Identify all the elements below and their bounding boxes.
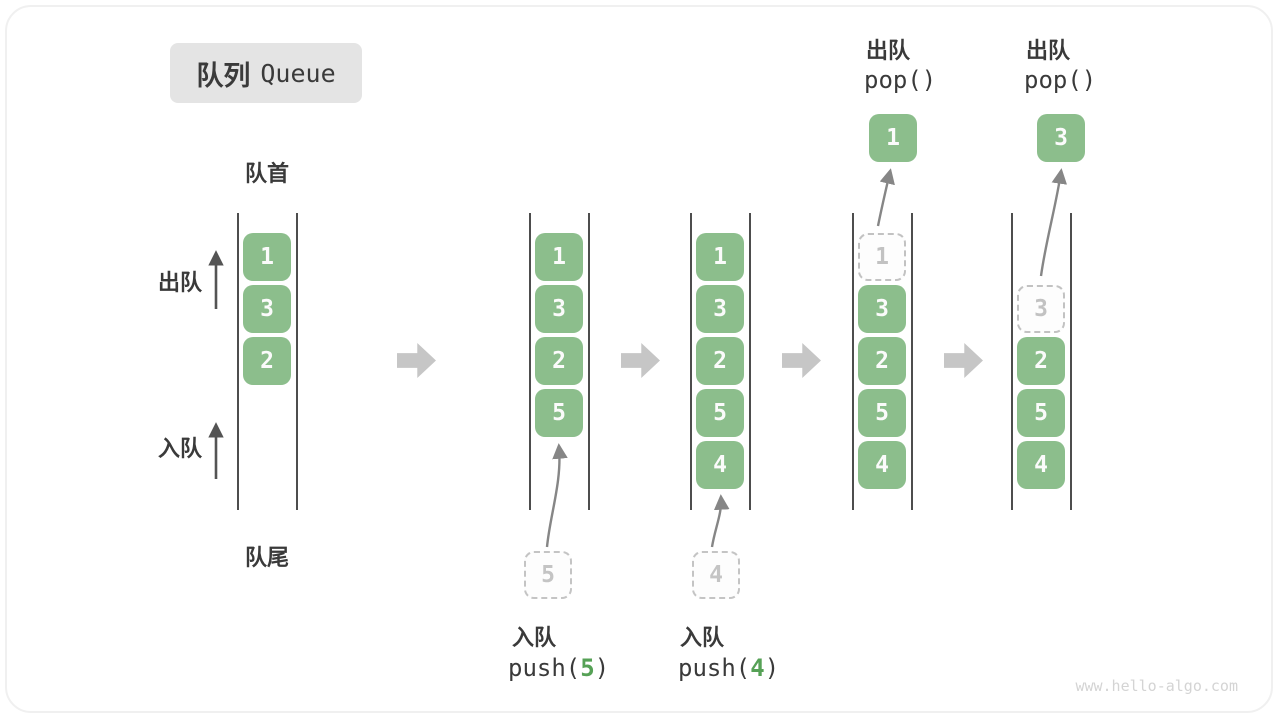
queue-state-5: 3 2 5 4 xyxy=(1011,213,1072,510)
queue-cell: 4 xyxy=(1017,441,1065,489)
popped-element-1: 1 xyxy=(869,114,917,162)
queue-cell: 3 xyxy=(858,285,906,333)
queue-cell: 3 xyxy=(696,285,744,333)
queue-cell: 5 xyxy=(1017,389,1065,437)
queue-state-4: 1 3 2 5 4 xyxy=(852,213,913,510)
title-zh: 队列 xyxy=(196,60,251,91)
dequeue-op-label: 出队 xyxy=(1026,38,1071,63)
queue-wall xyxy=(1070,213,1072,510)
queue-cell: 2 xyxy=(858,337,906,385)
queue-wall xyxy=(911,213,913,510)
queue-cell: 2 xyxy=(1017,337,1065,385)
queue-cell-removed: 1 xyxy=(858,233,906,281)
queue-wall xyxy=(237,213,239,510)
queue-cell: 1 xyxy=(535,233,583,281)
queue-cell: 3 xyxy=(535,285,583,333)
pop-code: pop() xyxy=(1024,66,1097,94)
code-arg: 4 xyxy=(750,654,765,682)
queue-cell: 3 xyxy=(243,285,291,333)
enqueue-op-label: 入队 xyxy=(512,625,557,650)
state-transition-arrow-4 xyxy=(944,343,983,378)
queue-wall xyxy=(852,213,854,510)
code-post: ) xyxy=(594,654,610,682)
queue-cell: 5 xyxy=(858,389,906,437)
queue-cell-removed: 3 xyxy=(1017,285,1065,333)
queue-wall xyxy=(690,213,692,510)
queue-wall xyxy=(588,213,590,510)
dequeue-direction-label: 出队 xyxy=(158,270,203,295)
queue-cell: 2 xyxy=(535,337,583,385)
code-pre: push( xyxy=(508,654,581,682)
state-transition-arrow-1 xyxy=(397,343,436,378)
queue-cell: 4 xyxy=(858,441,906,489)
dequeue-op-label: 出队 xyxy=(866,38,911,63)
title-en: Queue xyxy=(260,58,336,88)
queue-cell: 5 xyxy=(535,389,583,437)
state-transition-arrow-2 xyxy=(621,343,660,378)
queue-wall xyxy=(749,213,751,510)
queue-cell: 5 xyxy=(696,389,744,437)
queue-rear-label: 队尾 xyxy=(245,545,290,570)
pop-code: pop() xyxy=(864,66,937,94)
queue-cell: 2 xyxy=(243,337,291,385)
code-post: ) xyxy=(764,654,780,682)
queue-wall xyxy=(529,213,531,510)
queue-wall xyxy=(1011,213,1013,510)
incoming-element-5: 5 xyxy=(524,551,572,599)
push-4-code: push(4) xyxy=(678,654,779,682)
queue-state-3: 1 3 2 5 4 xyxy=(690,213,751,510)
state-transition-arrow-3 xyxy=(782,343,821,378)
queue-cell: 4 xyxy=(696,441,744,489)
queue-state-2: 1 3 2 5 xyxy=(529,213,590,510)
code-pre: push( xyxy=(678,654,751,682)
push-5-code: push(5) xyxy=(508,654,609,682)
queue-cell: 1 xyxy=(243,233,291,281)
queue-wall xyxy=(296,213,298,510)
code-arg: 5 xyxy=(580,654,595,682)
watermark: www.hello-algo.com xyxy=(1075,677,1238,695)
queue-front-label: 队首 xyxy=(245,161,290,186)
incoming-element-4: 4 xyxy=(692,551,740,599)
enqueue-op-label: 入队 xyxy=(680,625,725,650)
queue-cell: 2 xyxy=(696,337,744,385)
queue-state-1: 1 3 2 xyxy=(237,213,298,510)
queue-cell: 1 xyxy=(696,233,744,281)
enqueue-direction-label: 入队 xyxy=(158,436,203,461)
diagram-title: 队列 Queue xyxy=(170,43,362,103)
popped-element-3: 3 xyxy=(1037,114,1085,162)
